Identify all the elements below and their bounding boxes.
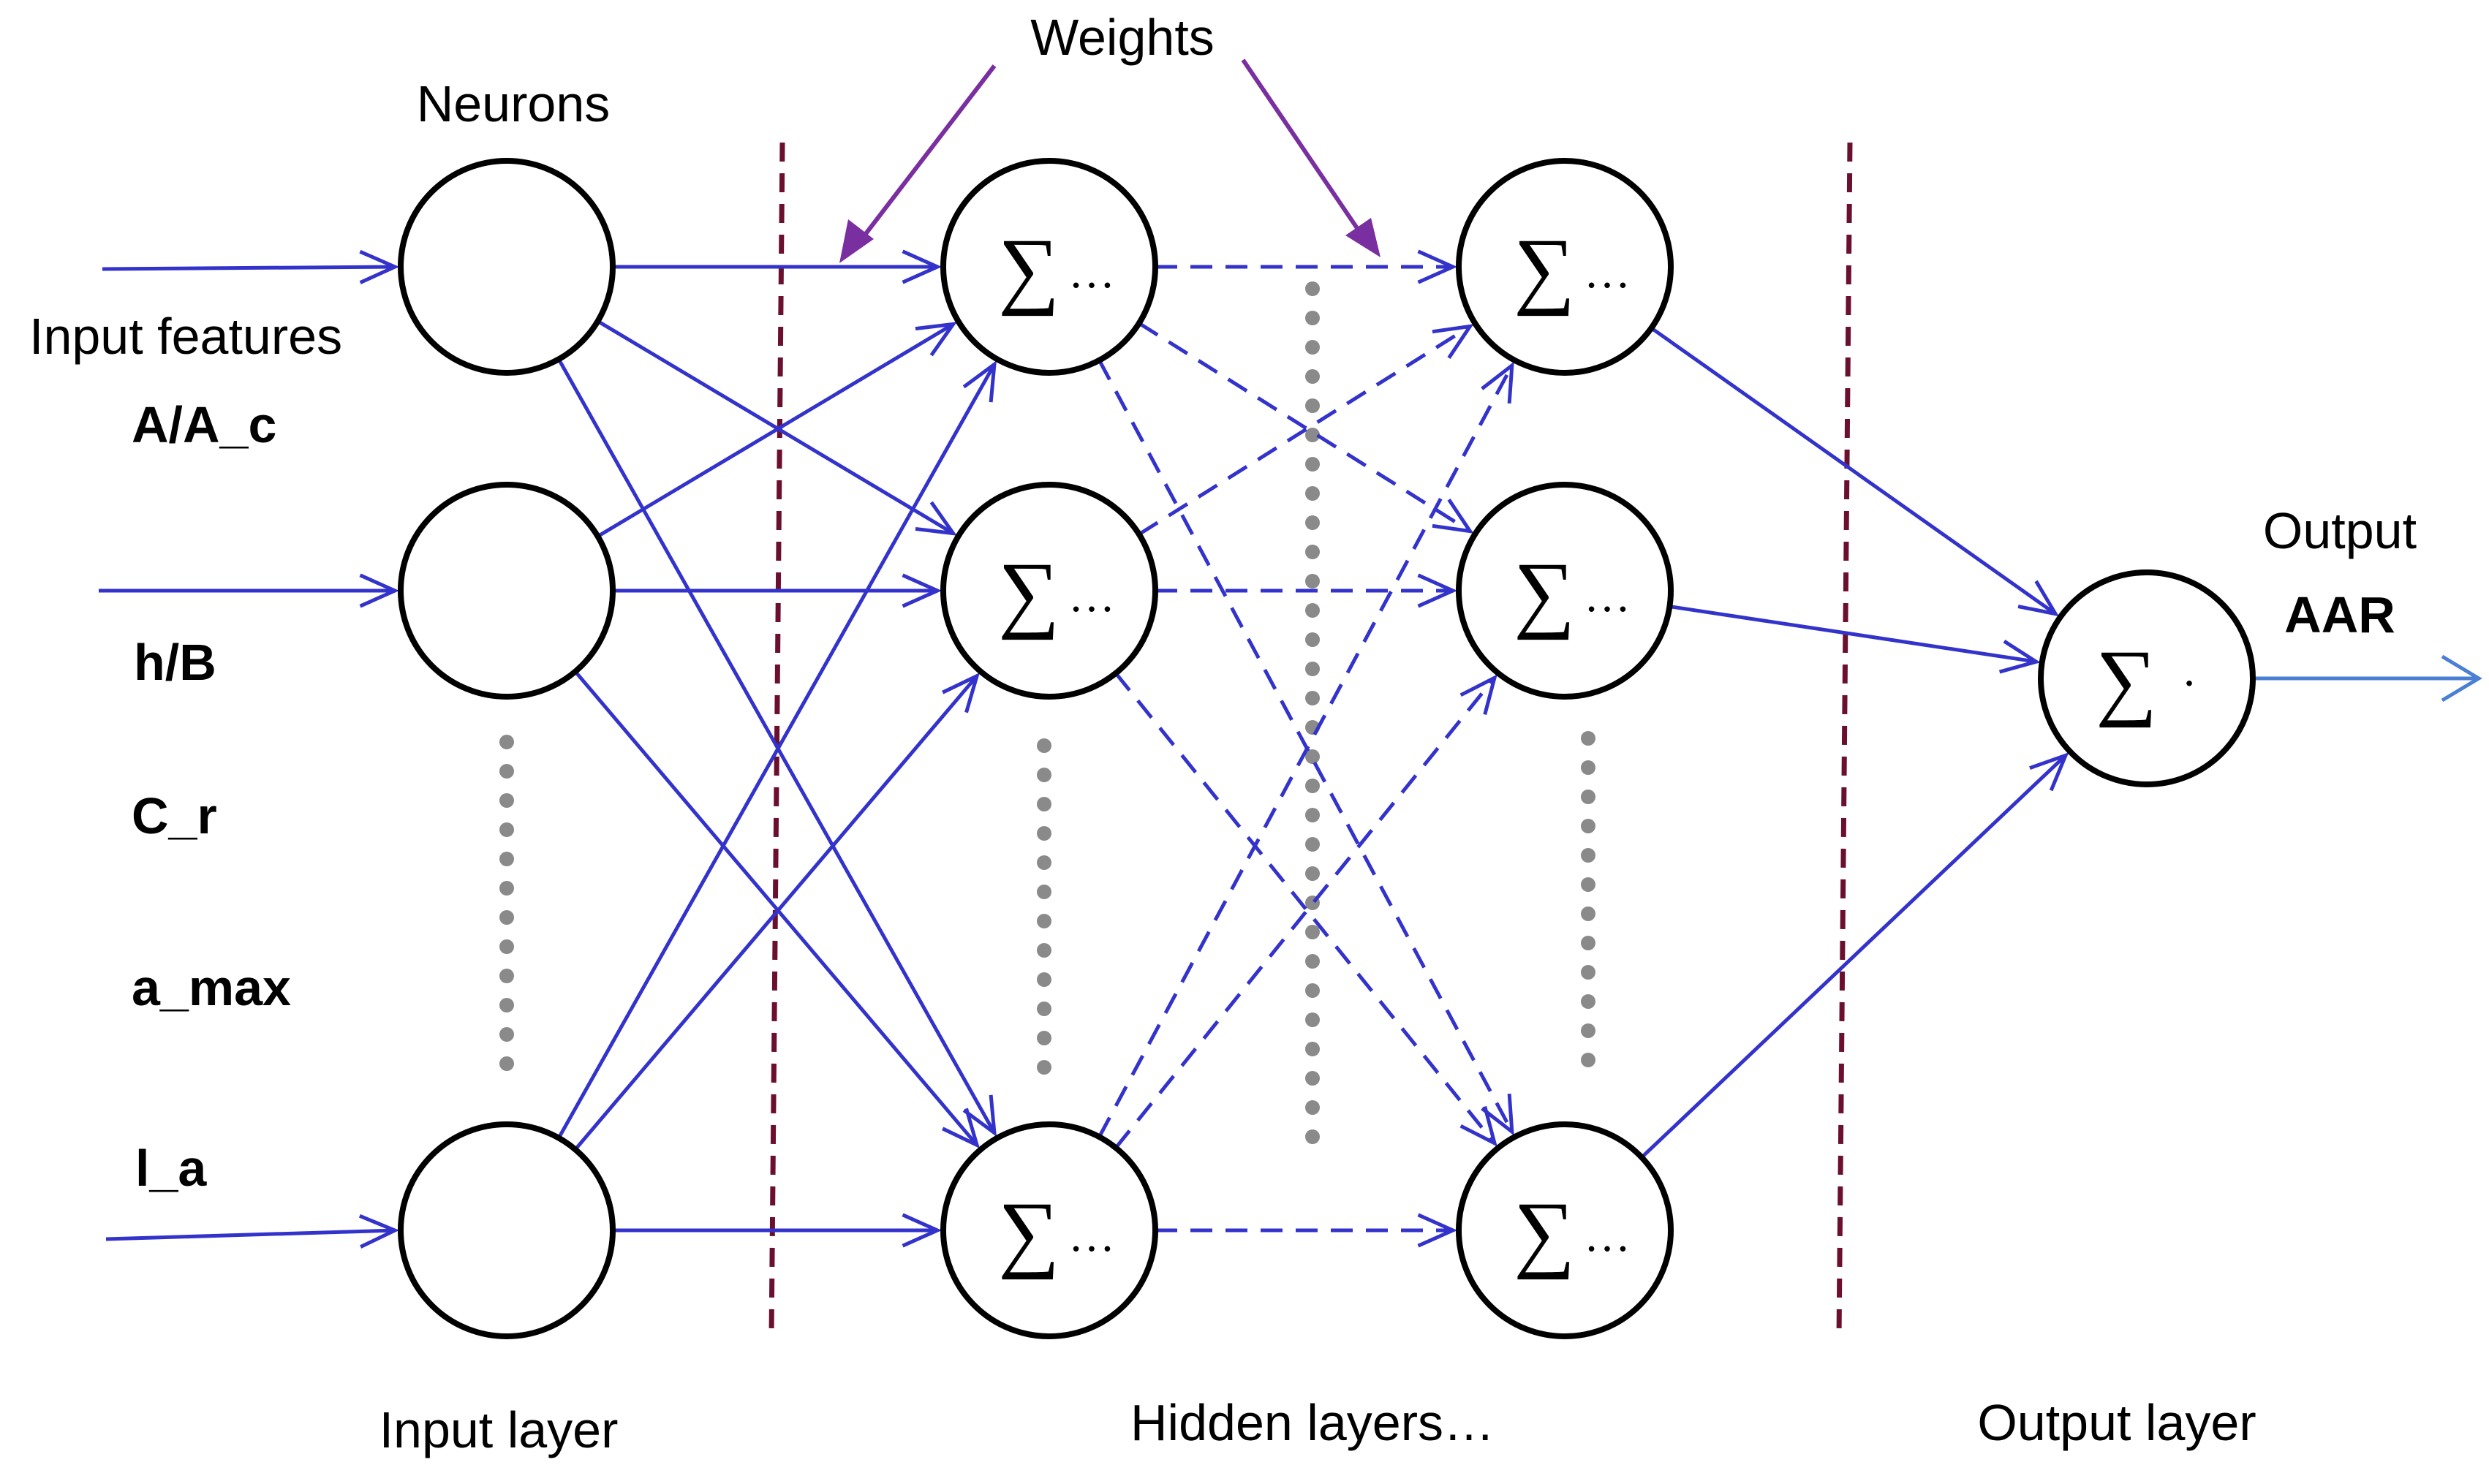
sum-ellipsis: … [1584,246,1631,298]
output-neuron: ∑· [2038,569,2256,787]
output-layer-label: Output layer [1977,1394,2256,1451]
connection-hidden-output-3 [1640,752,2069,1159]
connection-hidden-output-2 [1669,605,2041,674]
output-label: Output [2263,502,2417,559]
sum-ellipsis: … [1584,569,1631,621]
sum-symbol: ∑ [998,545,1060,640]
ellipsis-dot-columns [499,281,1595,1144]
sum-ellipsis: … [1068,1209,1115,1261]
sum-symbol: ∑ [998,221,1060,317]
output-arrow [2256,654,2482,703]
connection-input-hidden-5 [613,573,943,608]
input-arrow-3 [105,1214,400,1249]
connection-input-hidden-6 [573,670,981,1148]
connection-hidden-hidden-5 [1155,573,1458,608]
feature-label-4: a_max [132,959,291,1016]
sum-symbol: ∑ [998,1184,1060,1280]
connection-hidden-hidden-6 [1114,672,1497,1147]
input-neuron-1 [398,158,616,376]
hidden2-neuron-3: ∑… [1456,1121,1674,1339]
input-neuron-2 [398,482,616,700]
feature-label-1: A/A_c [132,396,276,453]
weights-arrow-right [1241,58,1362,234]
connection-input-hidden-2 [597,319,957,536]
connection-input-hidden-8 [573,673,981,1151]
weights-arrowhead-left [839,219,874,263]
connection-hidden-hidden-4 [1138,324,1474,536]
sum-symbol: ∑ [2096,632,2157,728]
divider-input-hidden [768,142,785,1339]
connection-hidden-hidden-2 [1138,322,1474,534]
sum-symbol: ∑ [1514,1184,1575,1280]
connection-input-hidden-4 [597,322,957,538]
hidden2-neuron-2: ∑… [1456,482,1674,700]
feature-label-2: h/B [134,634,216,691]
connection-hidden-hidden-7 [1098,361,1514,1138]
weights-arrow-left [861,64,997,239]
weights-annotation-arrows [839,58,1381,263]
connection-hidden-hidden-3 [1098,359,1514,1136]
weights-arrowhead-right [1345,218,1381,257]
layer-dividers [768,142,1853,1339]
sum-ellipsis: · [2181,657,2197,709]
connection-input-hidden-1 [613,249,943,284]
feature-label-3: C_r [132,787,217,844]
dots-hidden-layer-2 [1581,731,1595,1067]
connection-input-hidden-3 [556,358,997,1137]
hidden1-neuron-2: ∑… [940,482,1158,700]
input-features-label: Input features [29,308,342,365]
input-arrows [99,249,400,1249]
hidden-layers-label: Hidden layers… [1130,1394,1495,1451]
connection-hidden-output-1 [1650,326,2060,617]
sum-ellipsis: … [1068,246,1115,298]
sum-symbol: ∑ [1514,545,1575,640]
connection-hidden-hidden-9 [1155,1213,1458,1248]
connection-input-hidden-9 [613,1213,943,1248]
connection-hidden-hidden-1 [1155,249,1458,284]
connection-input-hidden-7 [556,360,997,1139]
input-layer-label: Input layer [379,1401,619,1458]
neurons: ∑…∑…∑…∑…∑…∑…∑· [398,158,2256,1339]
connection-hidden-hidden-8 [1114,674,1497,1149]
input-arrow-2 [99,573,400,608]
dots-input-layer [499,735,514,1071]
text-labels: Neurons Weights Input features A/A_c h/B… [29,9,2417,1458]
hidden1-neuron-3: ∑… [940,1121,1158,1339]
sum-ellipsis: … [1584,1209,1631,1261]
feature-label-5: l_a [135,1140,207,1197]
output-name-label: AAR [2284,586,2395,643]
connections [556,249,2069,1248]
dots-between-hidden [1305,281,1320,1144]
input-arrow-1 [102,249,400,284]
sum-ellipsis: … [1068,569,1115,621]
hidden1-neuron-1: ∑… [940,158,1158,376]
hidden2-neuron-1: ∑… [1456,158,1674,376]
weights-label: Weights [1030,9,1215,66]
sum-symbol: ∑ [1514,221,1575,317]
neurons-label: Neurons [417,75,611,132]
divider-hidden-output [1836,142,1853,1339]
input-neuron-3 [398,1121,616,1339]
dots-hidden-layer-1 [1037,738,1051,1075]
